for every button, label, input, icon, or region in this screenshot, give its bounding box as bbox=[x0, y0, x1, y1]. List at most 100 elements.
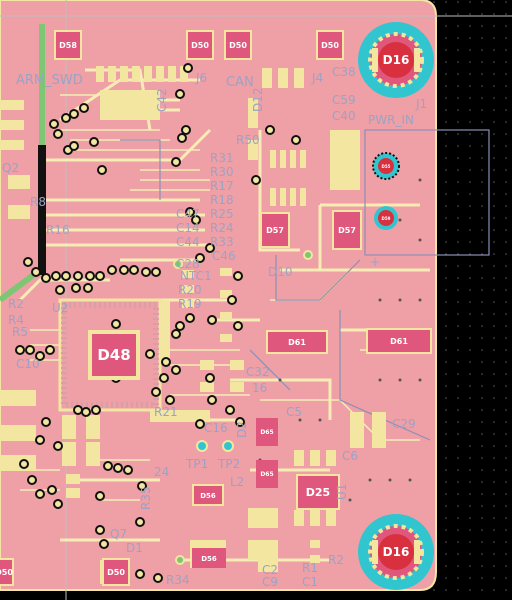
label-c6: C6 bbox=[342, 449, 358, 463]
d65-label-a: D65 bbox=[260, 429, 273, 436]
label-r17: R17 bbox=[210, 179, 234, 193]
label-c9: C9 bbox=[262, 575, 278, 589]
d56-label-b: D56 bbox=[201, 555, 217, 563]
label-r1: R1 bbox=[302, 561, 318, 575]
label-c32: C32 bbox=[246, 365, 270, 379]
black-trace bbox=[38, 145, 46, 275]
label-r25: R25 bbox=[210, 207, 234, 221]
d65-component-b: D65 bbox=[256, 460, 278, 488]
label-r21: R21 bbox=[154, 405, 178, 419]
pwr-pad-b: D59 bbox=[374, 206, 398, 230]
label-c2: C2 bbox=[262, 563, 278, 577]
d56-component-a: D56 bbox=[194, 486, 222, 504]
label-c42: C42 bbox=[155, 88, 169, 112]
label-r8: R8 bbox=[30, 195, 46, 209]
d50-component-d: D50 bbox=[102, 558, 130, 586]
label-r2: R2 bbox=[8, 297, 24, 311]
label-c5: C5 bbox=[286, 405, 302, 419]
label-r33: R33 bbox=[210, 235, 234, 249]
mount-hole-bottom: D16 bbox=[358, 514, 434, 590]
label-16: 16 bbox=[252, 381, 267, 395]
d58-component: D58 bbox=[54, 30, 82, 60]
label-r5: R5 bbox=[12, 325, 28, 339]
label-d1: D1 bbox=[126, 541, 143, 555]
label-r4: R4 bbox=[8, 313, 24, 327]
label-l2: L2 bbox=[230, 475, 244, 489]
label-d10: D10 bbox=[268, 265, 293, 279]
label-ntc1: NTC1 bbox=[180, 269, 212, 283]
label-d2: D2 bbox=[235, 421, 249, 438]
label-c1: C1 bbox=[302, 575, 318, 589]
label-q2: Q2 bbox=[2, 161, 19, 175]
d48-component: D48 bbox=[88, 330, 140, 380]
grid-dots bbox=[430, 0, 512, 600]
label-plus: + bbox=[370, 255, 380, 269]
label-r31: R31 bbox=[210, 151, 234, 165]
component-bodies: D58 D50 D50 D50 D50 D50 D48 D57 D57 D61 … bbox=[0, 30, 432, 586]
label-r19: R19 bbox=[178, 297, 202, 311]
label-c44: C44 bbox=[176, 235, 200, 249]
silkscreen-labels: ARM_SWD CAN PWR_IN J1 J4 J6 C42 D12 R50 … bbox=[2, 65, 427, 589]
label-r2-bottom: R2 bbox=[328, 553, 344, 567]
label-r24: R24 bbox=[210, 221, 234, 235]
label-c14: C14 bbox=[176, 221, 200, 235]
d16-label-bottom: D16 bbox=[383, 545, 410, 559]
label-c46: C46 bbox=[212, 249, 236, 263]
label-q7: Q7 bbox=[110, 527, 127, 541]
label-r34: R34 bbox=[166, 573, 190, 587]
d65-component-a: D65 bbox=[256, 418, 278, 446]
label-j1: J1 bbox=[415, 97, 427, 111]
d56-label-a: D56 bbox=[200, 492, 216, 500]
test-points bbox=[173, 250, 313, 565]
d61-component-a: D61 bbox=[266, 330, 328, 354]
label-r20: R20 bbox=[178, 283, 202, 297]
label-tp1: TP1 bbox=[185, 457, 208, 471]
label-c28: C28 bbox=[176, 257, 200, 271]
mount-hole-top: D16 bbox=[358, 22, 434, 98]
d61-label-b: D61 bbox=[390, 337, 408, 346]
d50-component-a: D50 bbox=[186, 30, 214, 60]
d57-label-a: D57 bbox=[266, 226, 284, 235]
label-u1: U1 bbox=[335, 484, 349, 500]
d25-component: D25 bbox=[296, 474, 340, 510]
label-r50: R50 bbox=[236, 133, 260, 147]
u2-chip-package bbox=[58, 298, 162, 412]
d25-label: D25 bbox=[306, 486, 330, 499]
label-j6: J6 bbox=[195, 71, 207, 85]
d50-component-e: D50 bbox=[0, 558, 14, 586]
d50-label-a: D50 bbox=[191, 41, 209, 50]
zone-outlines bbox=[120, 129, 490, 441]
d58-label: D58 bbox=[59, 41, 77, 50]
label-c29: C29 bbox=[392, 417, 416, 431]
label-can: CAN bbox=[226, 75, 254, 90]
d57-component-b: D57 bbox=[332, 210, 362, 250]
label-r16: R16 bbox=[46, 223, 70, 237]
label-pwr-in: PWR_IN bbox=[368, 113, 414, 127]
label-arm-swd: ARM_SWD bbox=[16, 73, 83, 88]
label-u2: U2 bbox=[52, 301, 68, 315]
pwr-pad-a: D55 bbox=[372, 152, 400, 180]
label-d12: D12 bbox=[251, 87, 265, 112]
board-outline bbox=[0, 0, 437, 591]
label-tp2: TP2 bbox=[217, 457, 240, 471]
d65-label-b: D65 bbox=[260, 471, 273, 478]
label-c16: C16 bbox=[204, 421, 228, 435]
d57-label-b: D57 bbox=[338, 226, 356, 235]
d16-label-top: D16 bbox=[383, 53, 410, 67]
d57-component-a: D57 bbox=[260, 212, 290, 248]
d55-label: D55 bbox=[382, 164, 391, 169]
d59-label: D59 bbox=[382, 216, 391, 221]
d50-label-e: D50 bbox=[0, 568, 13, 577]
d50-component-c: D50 bbox=[316, 30, 344, 60]
d48-label: D48 bbox=[97, 346, 130, 364]
label-c59: C59 bbox=[332, 93, 356, 107]
d50-label-d: D50 bbox=[107, 568, 125, 577]
label-c10: C10 bbox=[16, 357, 40, 371]
label-j4: J4 bbox=[311, 71, 323, 85]
d50-label-b: D50 bbox=[229, 41, 247, 50]
d50-component-b: D50 bbox=[224, 30, 252, 60]
label-c40: C40 bbox=[332, 109, 356, 123]
label-24: 24 bbox=[154, 465, 169, 479]
d61-label-a: D61 bbox=[288, 338, 306, 347]
label-c38: C38 bbox=[332, 65, 356, 79]
